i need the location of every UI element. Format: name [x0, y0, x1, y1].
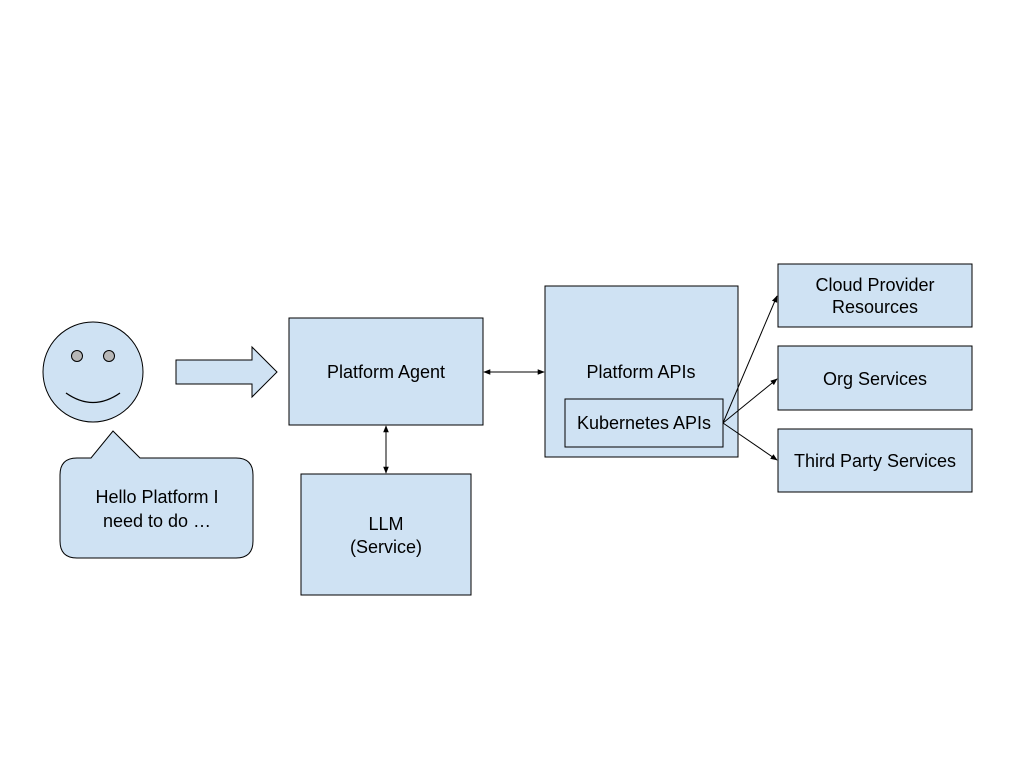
platform-apis-label: Platform APIs [586, 362, 695, 382]
cloud-provider-box: Cloud Provider Resources [777, 263, 973, 328]
llm-label-line2: (Service) [350, 537, 422, 557]
cloud-provider-label-line1: Cloud Provider [815, 275, 934, 295]
user-smiley-icon [42, 321, 144, 423]
org-services-box: Org Services [777, 345, 973, 411]
k8s-org-connector [722, 378, 778, 424]
kubernetes-apis-label: Kubernetes APIs [577, 413, 711, 433]
speech-bubble-text-line2: need to do … [103, 511, 211, 531]
third-party-services-box: Third Party Services [777, 428, 973, 493]
speech-bubble-text-line1: Hello Platform I [95, 487, 218, 507]
org-services-label: Org Services [823, 369, 927, 389]
k8s-thirdparty-connector [722, 422, 778, 461]
speech-bubble: Hello Platform I need to do … [59, 430, 254, 559]
platform-agent-label: Platform Agent [327, 362, 445, 382]
block-arrow-icon [175, 345, 278, 399]
llm-service-box: LLM (Service) [300, 473, 472, 596]
kubernetes-apis-box: Kubernetes APIs [564, 398, 724, 448]
k8s-cloud-connector [722, 295, 778, 424]
cloud-provider-label-line2: Resources [832, 297, 918, 317]
platform-agent-box: Platform Agent [288, 317, 484, 426]
llm-label-line1: LLM [368, 514, 403, 534]
third-party-services-label: Third Party Services [794, 451, 956, 471]
